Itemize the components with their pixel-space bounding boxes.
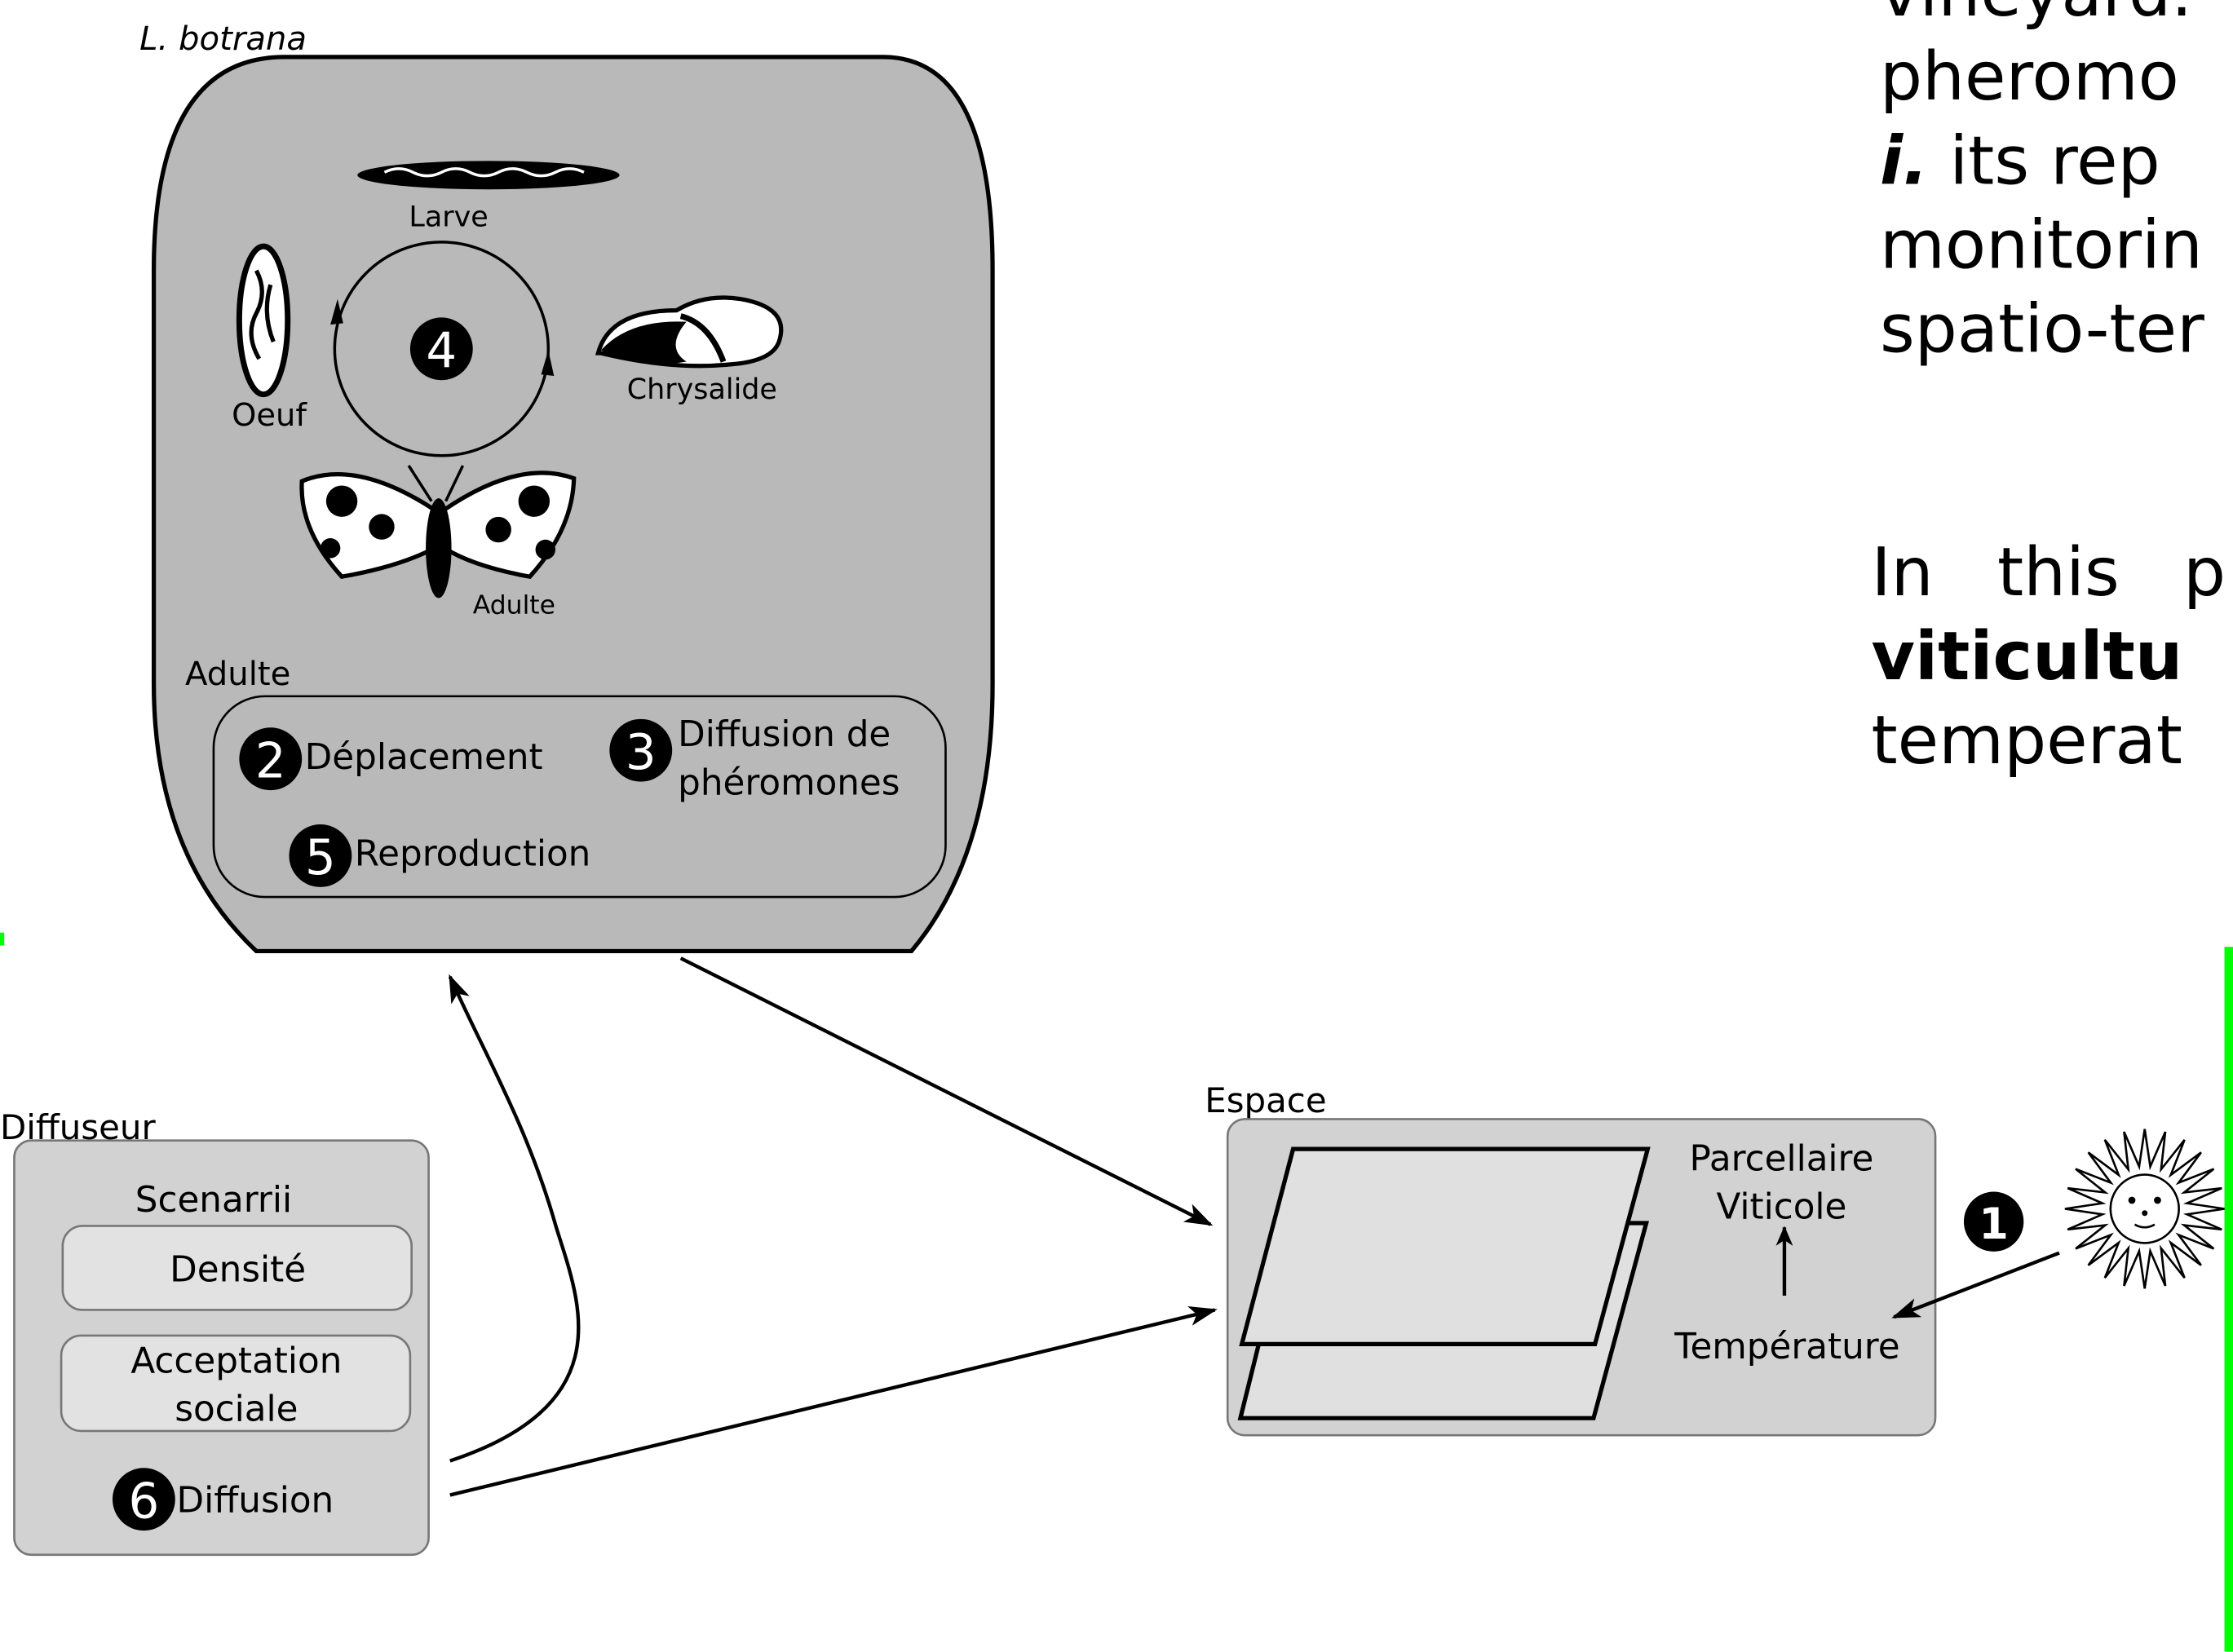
- plane-front: [1239, 1146, 1651, 1347]
- sun-icon: [2064, 1129, 2225, 1289]
- diffusion-pheromones-label-line1: Diffusion de: [678, 713, 891, 755]
- badge-3: [609, 718, 673, 782]
- badge-6-number: 6: [128, 1473, 159, 1529]
- side-text-line-2: pheromo: [1879, 38, 2179, 117]
- badge-6: [112, 1468, 175, 1531]
- adult-group-title: Adulte: [185, 656, 290, 693]
- side-text-line-5: spatio-ter: [1879, 290, 2204, 369]
- cycle-arrow-right: [541, 350, 555, 376]
- side-text-line-3-prefix: i.: [1879, 122, 1929, 201]
- side-text-paragraph-2: In this p viticultu temperat: [1871, 531, 2226, 783]
- diffusion-label: Diffusion: [177, 1479, 334, 1521]
- scenarios-title: Scenarrii: [135, 1179, 292, 1221]
- diffusion-pheromones-label-line2: phéromones: [678, 762, 900, 803]
- adult-group-box: [212, 695, 947, 899]
- side-text-line-3: i. its rep: [1880, 120, 2204, 204]
- pupa-label: Chrysalide: [627, 373, 777, 406]
- space-title: Espace: [1205, 1080, 1326, 1120]
- side-text-para2-line-3: temperat: [1871, 701, 2182, 780]
- side-text-para2-line-1: In this p: [1871, 533, 2226, 612]
- parcel-label-line1: Parcellaire: [1690, 1137, 1874, 1179]
- cycle-badge: [409, 317, 473, 381]
- diffuser-to-lifecycle-arrow: [448, 974, 581, 1463]
- badge-5-number: 5: [305, 829, 336, 886]
- badge-2-number: 2: [255, 732, 286, 788]
- side-text-line-1: vineyard.: [1880, 0, 2204, 36]
- density-box: [61, 1225, 413, 1311]
- badge-1-number: 1: [1979, 1199, 2008, 1249]
- egg-label: Oeuf: [232, 397, 307, 434]
- side-text-paragraph-1: vineyard. pheromo i. its rep monitorin s…: [1880, 0, 2204, 372]
- badge-1: [1963, 1191, 2024, 1252]
- reproduction-label: Reproduction: [355, 833, 591, 875]
- parcel-label-line2: Viticole: [1716, 1186, 1846, 1228]
- adult-stage-label: Adulte: [473, 591, 555, 621]
- green-edge-mark-left: [0, 932, 5, 946]
- green-edge-mark-right: [2224, 947, 2233, 1652]
- badge-2: [239, 727, 303, 791]
- pupa-illustration: [595, 295, 784, 369]
- badge-3-number: 3: [626, 724, 657, 780]
- deplacement-label: Déplacement: [305, 736, 543, 778]
- diffuser-group: Diffuseur Scenarrii Densité Acceptation …: [0, 1107, 430, 1557]
- side-text-line-4: monitorin: [1879, 206, 2203, 285]
- side-text-line-3-text: its rep: [1928, 122, 2160, 201]
- cycle-arrow-left: [330, 298, 343, 325]
- acceptance-label-line1: Acceptation: [130, 1340, 342, 1381]
- lifecycle-to-space-arrow: [679, 956, 1214, 1226]
- sun-to-temperature-arrow: [1891, 1251, 2060, 1319]
- acceptance-box: [60, 1334, 412, 1433]
- temperature-label: Température: [1674, 1326, 1899, 1367]
- density-label: Densité: [170, 1249, 306, 1291]
- moth-illustration: [299, 465, 577, 599]
- cycle-badge-number: 4: [426, 323, 457, 379]
- space-group: Espace Parcellaire Viticole Température …: [1205, 1080, 2024, 1437]
- larva-label: Larve: [409, 201, 488, 234]
- side-text-para2-line-2: viticultu: [1871, 617, 2183, 696]
- lifecycle-cycle-circle: [333, 241, 551, 457]
- badge-5: [289, 824, 352, 887]
- lifecycle-group: L. botrana Larve Oeuf Chrysalide 4: [139, 20, 995, 954]
- lifecycle-title: L. botrana: [139, 20, 307, 58]
- larva-illustration: [357, 161, 620, 190]
- acceptance-label-line2: sociale: [175, 1389, 298, 1430]
- egg-illustration: [236, 243, 291, 398]
- diffuser-to-space-arrow: [449, 1305, 1218, 1497]
